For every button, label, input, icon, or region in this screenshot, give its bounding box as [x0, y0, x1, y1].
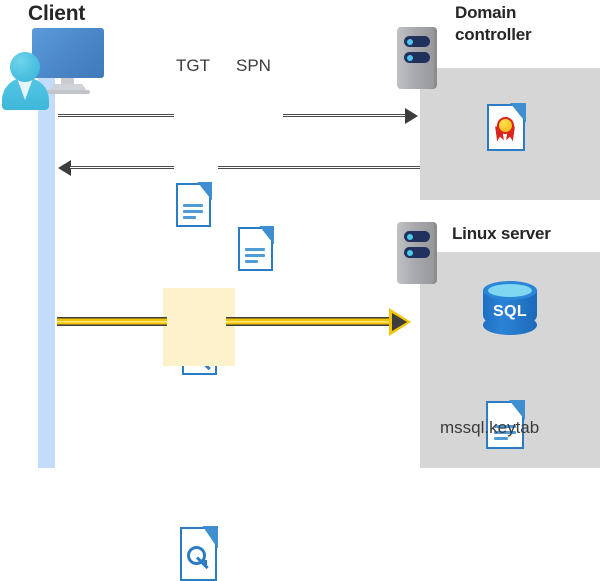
domain-controller-title-line1: Domain	[455, 3, 517, 22]
person-head-icon	[10, 52, 40, 82]
document-text-line	[494, 425, 516, 428]
tgt-label: TGT	[176, 56, 210, 75]
domain-controller-title-line2: controller	[455, 25, 532, 44]
server-rack-icon-domain-controller	[397, 27, 437, 89]
flow-line-client-to-dc-left	[58, 114, 174, 117]
flow-line-dc-to-client-right	[218, 166, 420, 169]
client-icon	[0, 0, 120, 115]
certificate-document-icon	[487, 103, 526, 151]
flow-arrowhead-to-client	[58, 160, 71, 176]
linux-server-title: Linux server	[452, 224, 551, 243]
flow-arrowhead-highlighted-inner	[392, 313, 407, 331]
keytab-filename-label: mssql.keytab	[440, 418, 540, 437]
highlight-box	[163, 288, 235, 366]
server-rack-icon-linux	[397, 222, 437, 284]
key-document-icon-highlighted	[180, 526, 218, 581]
monitor-neck-icon	[61, 78, 74, 87]
monitor-base-icon	[48, 84, 88, 93]
document-text-line	[245, 248, 265, 251]
rack-slot	[404, 231, 430, 242]
client-title: Client	[28, 2, 86, 25]
flow-arrowhead-to-dc	[405, 108, 418, 124]
document-text-line	[494, 431, 516, 434]
document-text-line	[494, 437, 508, 440]
rack-slot	[404, 247, 430, 258]
sql-database-label: SQL	[492, 303, 528, 320]
sql-database-icon: SQL	[483, 281, 537, 337]
client-lifeline	[38, 72, 55, 468]
spn-document-icon	[238, 226, 274, 271]
seal-medal-icon	[497, 117, 514, 134]
domain-controller-title: Domain controller	[455, 2, 595, 46]
flow-line-highlighted-right	[226, 317, 390, 326]
document-text-line	[245, 254, 265, 257]
rack-led-icon	[407, 38, 413, 45]
tgt-document-icon	[176, 182, 212, 227]
flow-line-dc-to-client-left	[70, 166, 174, 169]
monitor-base-foot-icon	[46, 90, 90, 94]
rack-led-icon	[407, 233, 413, 240]
document-text-line	[183, 216, 196, 219]
keytab-document-icon	[486, 400, 525, 449]
document-text-line	[183, 210, 203, 213]
flow-line-client-to-dc-right	[283, 114, 405, 117]
rack-slot	[404, 52, 430, 63]
document-text-line	[183, 204, 203, 207]
rack-led-icon	[407, 249, 413, 256]
spn-label: SPN	[236, 56, 271, 75]
key-tooth-glyph	[204, 560, 207, 566]
rack-slot	[404, 36, 430, 47]
rack-led-icon	[407, 54, 413, 61]
monitor-screen-icon	[32, 28, 104, 78]
sql-cylinder-top-inner	[488, 284, 532, 297]
document-text-line	[245, 260, 258, 263]
flow-line-highlighted-left	[57, 317, 167, 326]
